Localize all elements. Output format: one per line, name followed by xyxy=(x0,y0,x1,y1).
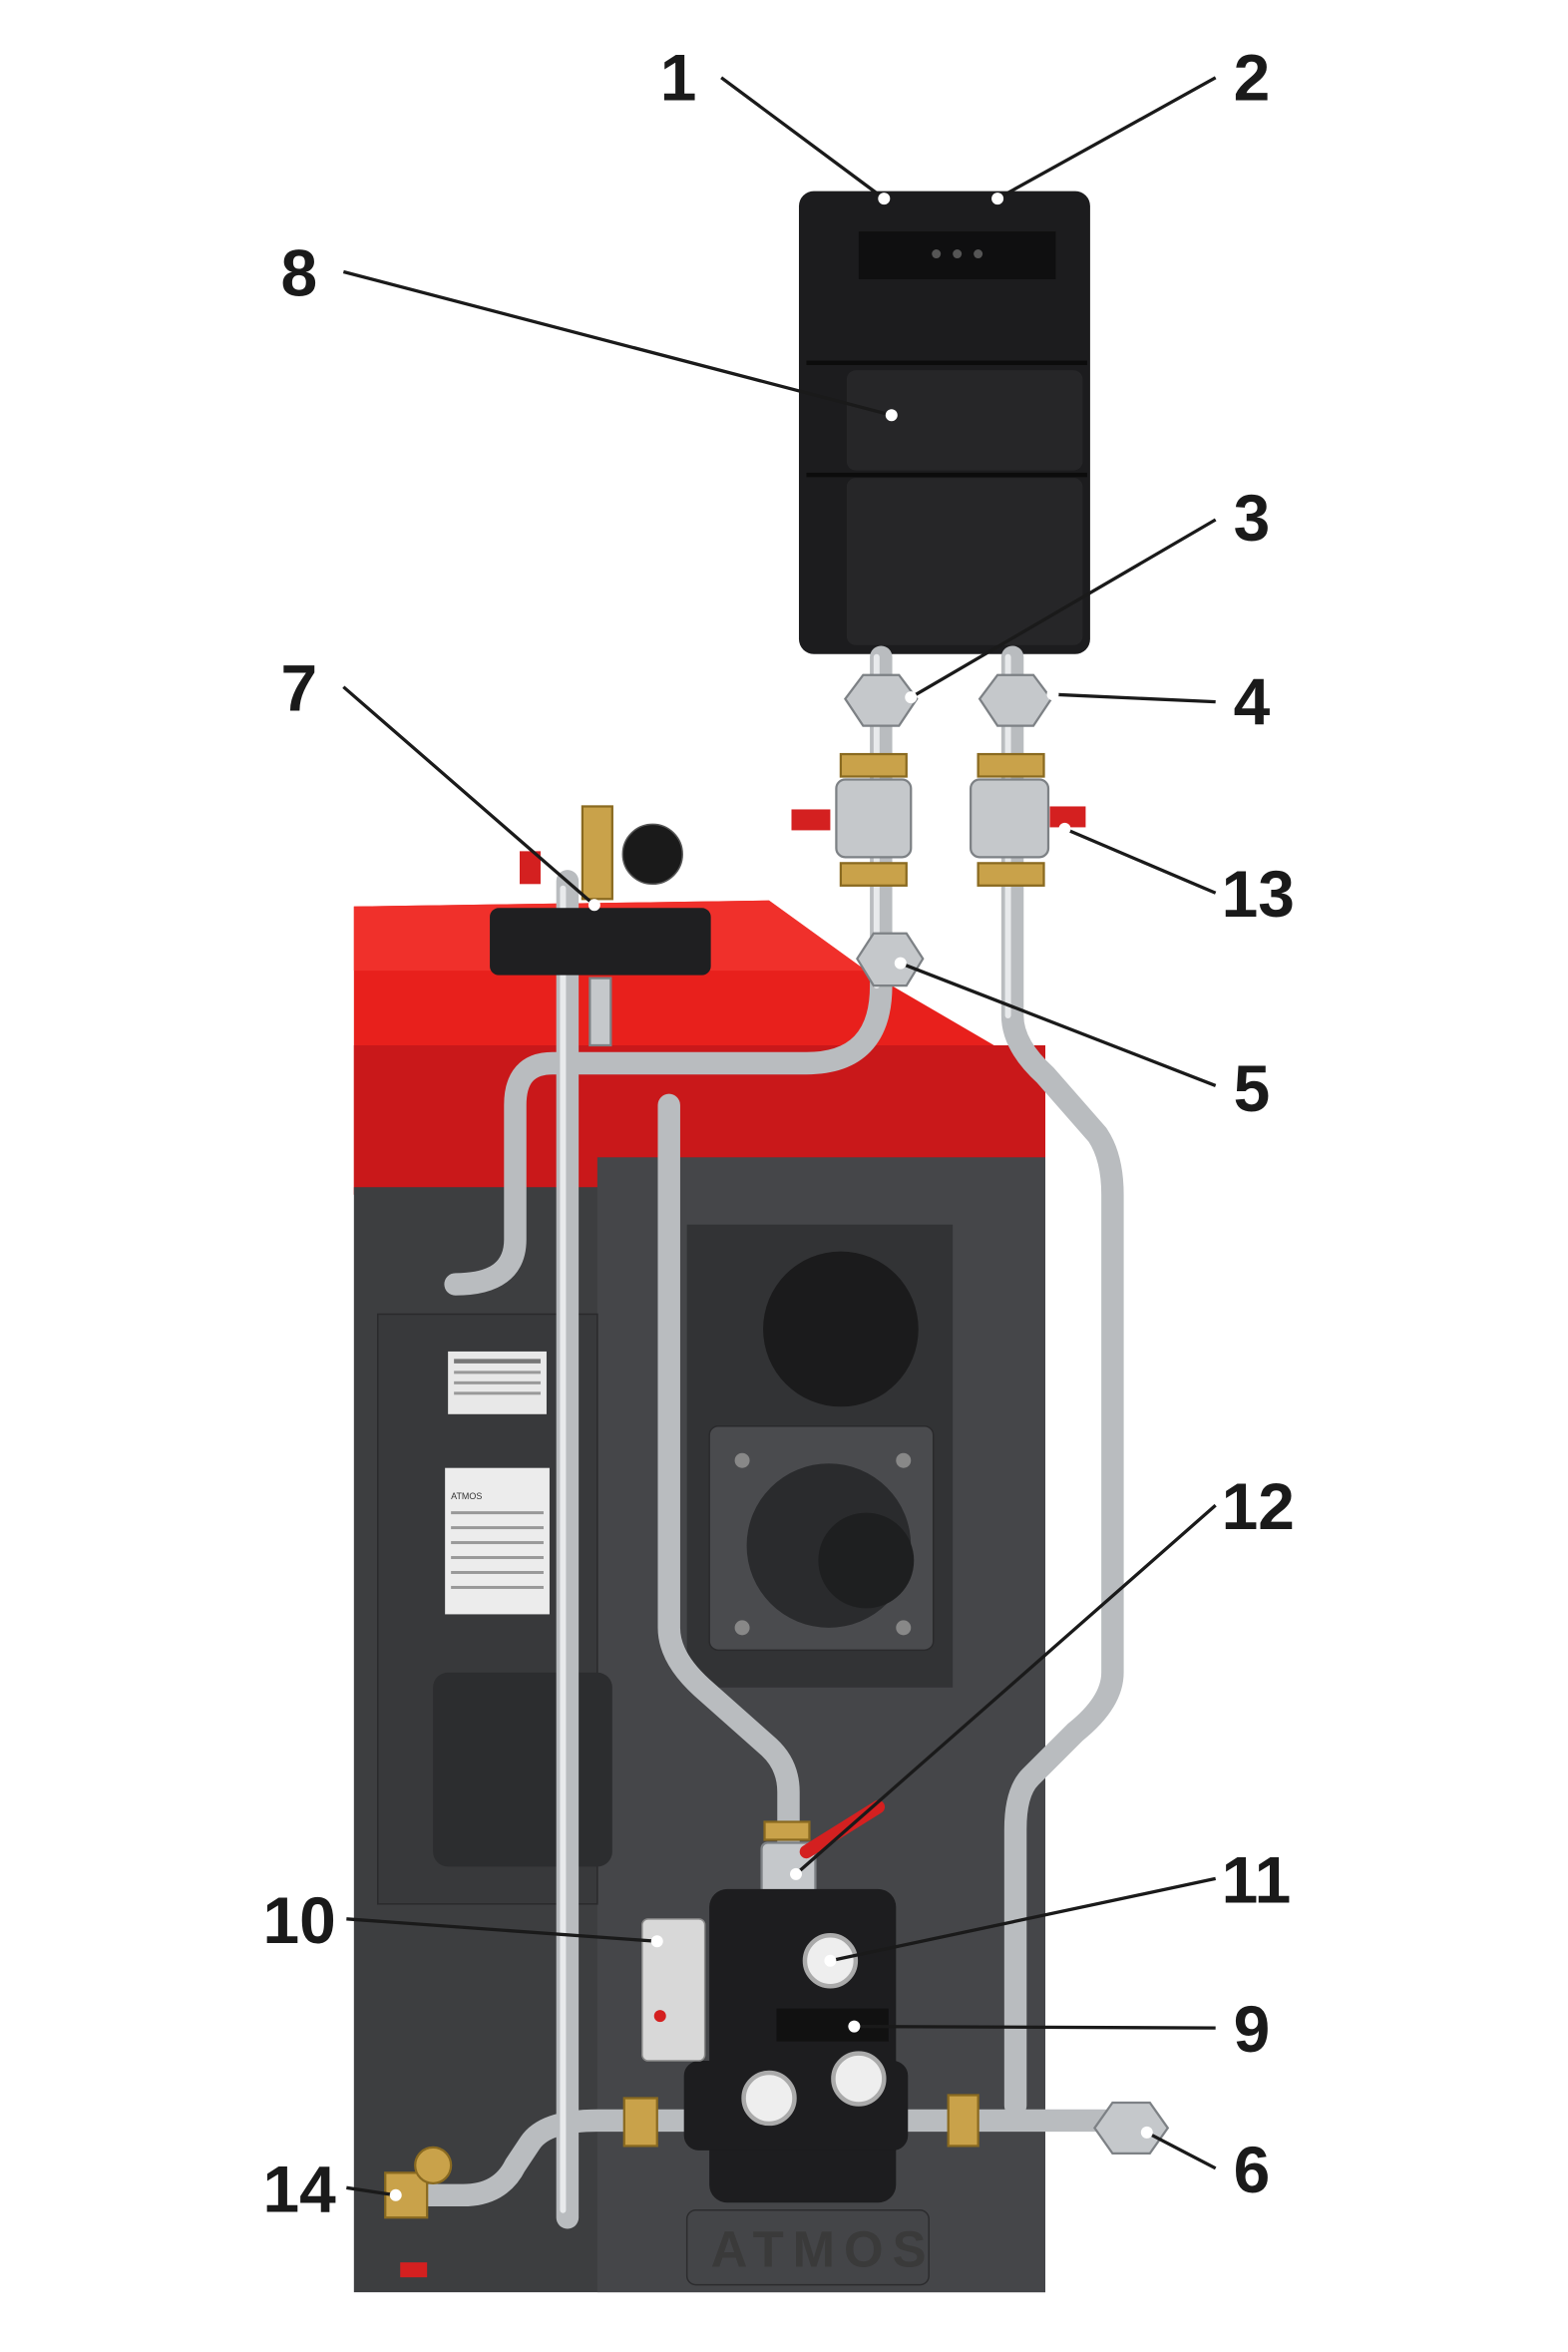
fan-housing xyxy=(433,1672,612,1867)
rating-plate-upper xyxy=(448,1351,547,1414)
callout-10: 10 xyxy=(262,1883,663,1957)
ball-valve-left xyxy=(791,752,913,887)
callout-label: 1 xyxy=(660,40,697,114)
fitting-4 xyxy=(978,673,1053,727)
callout-13: 13 xyxy=(1058,822,1295,931)
fitting-6 xyxy=(1093,2101,1170,2156)
callout-label: 14 xyxy=(262,2152,336,2225)
callout-5: 5 xyxy=(894,957,1271,1125)
brand-plate-text: ATMOS xyxy=(711,2221,936,2278)
fitting-5 xyxy=(856,932,925,987)
callout-label: 2 xyxy=(1234,40,1271,114)
svg-text:ATMOS: ATMOS xyxy=(451,1491,482,1501)
callout-2: 2 xyxy=(991,40,1271,205)
callout-label: 13 xyxy=(1222,857,1295,931)
callout-8: 8 xyxy=(280,235,898,422)
callout-label: 3 xyxy=(1234,481,1271,555)
brand-plate: ATMOS xyxy=(685,2209,936,2286)
callout-9: 9 xyxy=(848,1992,1270,2066)
controller-unit xyxy=(798,191,1090,654)
callout-label: 10 xyxy=(262,1883,335,1957)
drain-valve-14 xyxy=(384,2146,453,2278)
callout-11: 11 xyxy=(824,1842,1292,1967)
safety-group xyxy=(490,805,711,1047)
callout-7: 7 xyxy=(280,651,600,912)
pipework xyxy=(392,645,1124,2229)
callout-label: 7 xyxy=(280,651,317,725)
callout-label: 4 xyxy=(1234,664,1271,738)
callout-12: 12 xyxy=(789,1469,1295,1880)
ball-valve-right xyxy=(970,752,1086,887)
callout-6: 6 xyxy=(1140,2126,1271,2206)
callout-4: 4 xyxy=(1046,664,1271,738)
callout-1: 1 xyxy=(660,40,891,205)
fitting-3 xyxy=(844,673,919,727)
pump-group xyxy=(622,1888,980,2203)
callout-label: 9 xyxy=(1234,1992,1271,2066)
callout-label: 6 xyxy=(1234,2133,1271,2206)
callout-3: 3 xyxy=(905,481,1271,704)
burner-flange xyxy=(708,1425,935,1652)
callout-14: 14 xyxy=(262,2152,402,2225)
rating-plate-main: ATMOS xyxy=(445,1467,550,1615)
callout-label: 12 xyxy=(1222,1469,1295,1543)
callout-label: 8 xyxy=(280,235,317,309)
callout-label: 11 xyxy=(1222,1842,1292,1916)
callout-label: 5 xyxy=(1234,1051,1271,1125)
